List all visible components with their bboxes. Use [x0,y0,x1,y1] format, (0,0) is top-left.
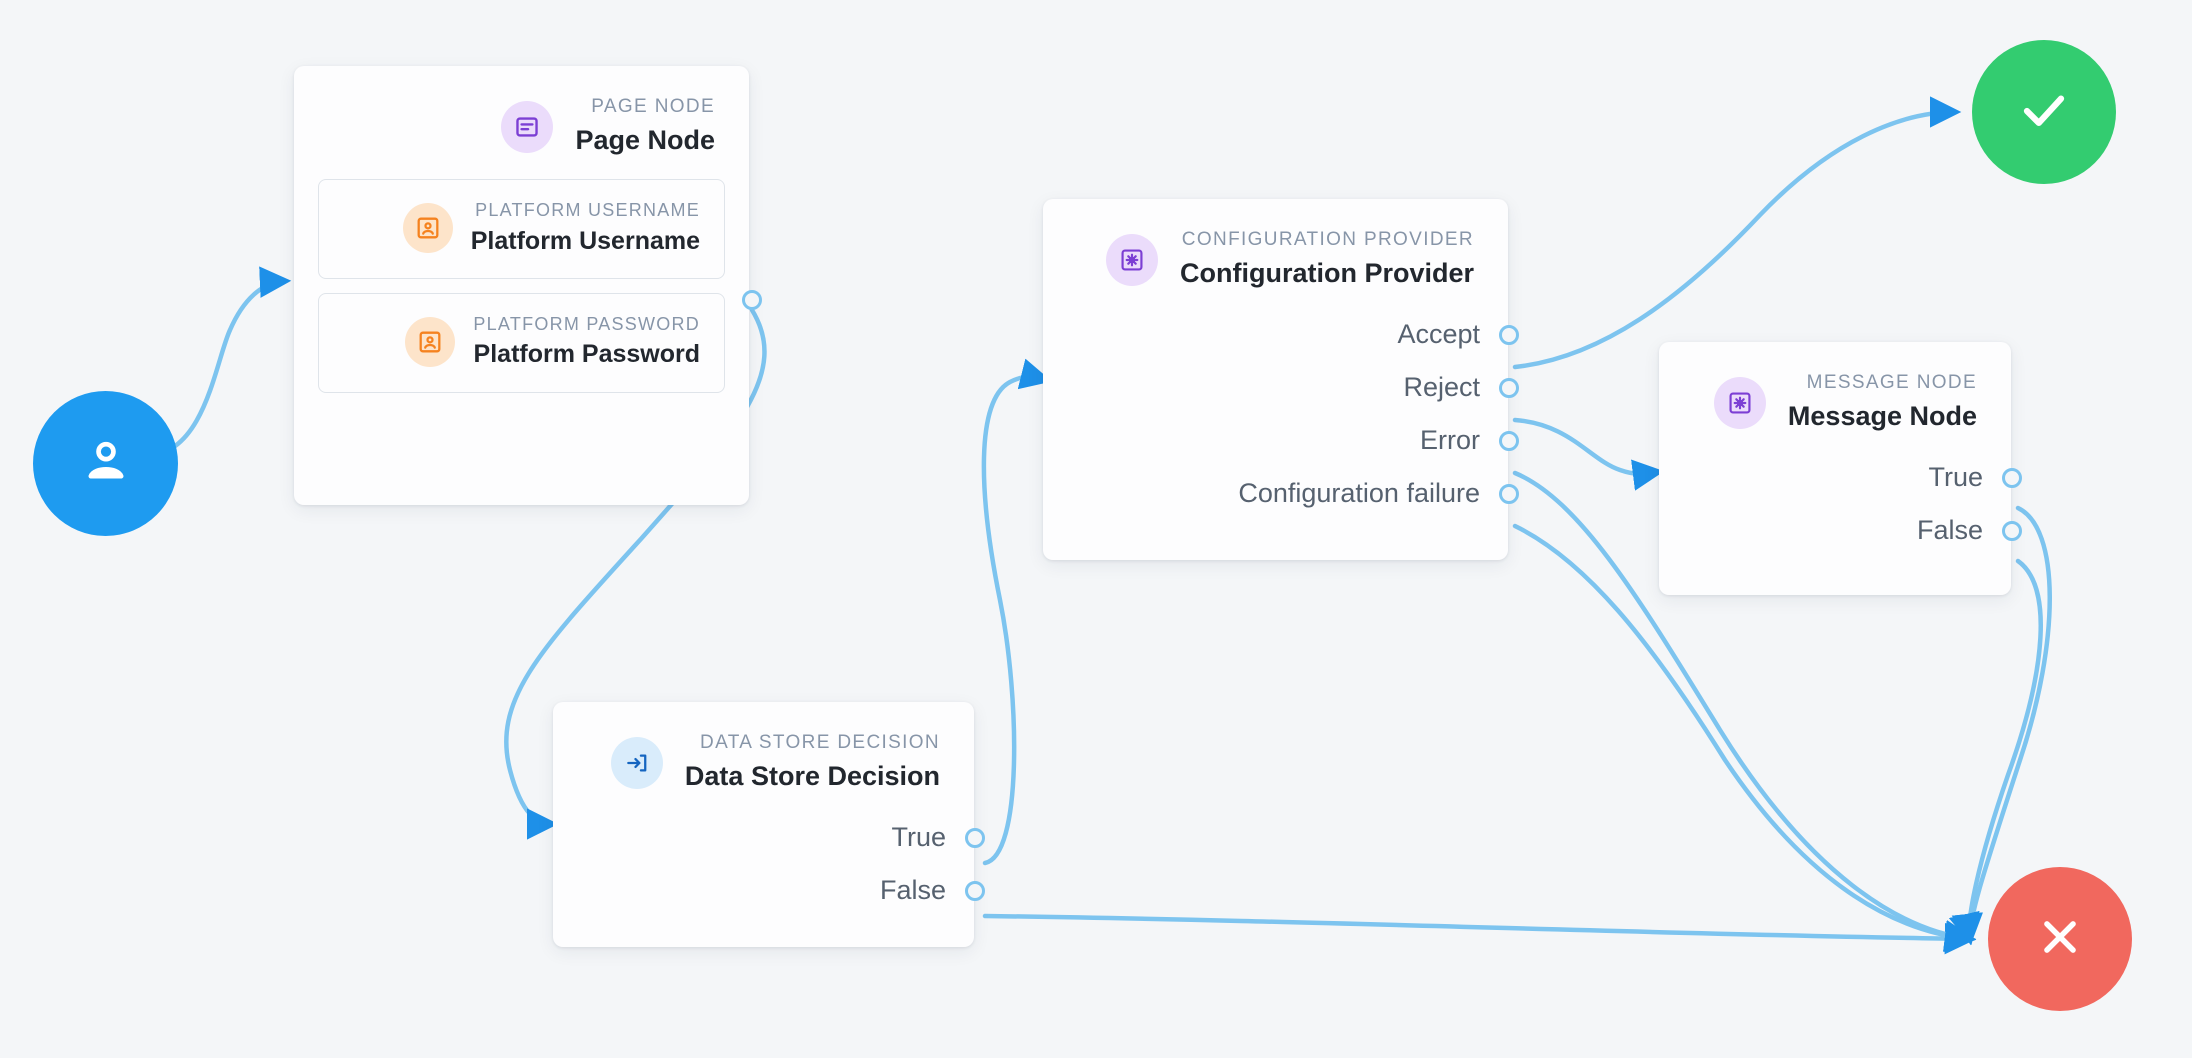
port-data-store-true-label: True [891,822,946,853]
data-store-decision-title: Data Store Decision [684,761,940,792]
login-arrow-icon [610,736,663,789]
message-node-kicker: MESSAGE NODE [1806,372,1977,393]
user-card-icon [405,316,456,367]
port-configuration-failure-label: Configuration failure [1238,478,1480,509]
port-message-false[interactable]: False [1659,504,2022,557]
platform-password-title: Platform Password [473,340,700,369]
message-node-title: Message Node [1787,401,1977,432]
message-node-ports: True False [1659,441,2022,583]
success-node[interactable] [1972,40,2116,184]
port-message-false-label: False [1916,515,1983,546]
port-accept-label: Accept [1397,319,1480,350]
port-message-true[interactable]: True [1659,451,2022,504]
edge-config-reject-to-message-node [1512,417,1665,491]
node-message-node[interactable]: MESSAGE NODE Message Node True False [1659,342,2022,595]
page-node-output-port[interactable] [742,290,762,310]
port-reject[interactable]: Reject [1043,361,1519,414]
page-icon [501,100,554,153]
failure-node[interactable] [1988,867,2132,1011]
port-data-store-true[interactable]: True [553,811,985,864]
port-message-true-label: True [1928,462,1983,493]
close-icon [2031,908,2089,971]
user-icon [78,433,134,494]
edge-data-store-false-to-failure [982,913,1977,955]
node-page-node[interactable]: PAGE NODE Page Node PLATFORM USERNAME Pl… [294,66,749,505]
page-node-header: PAGE NODE Page Node [294,66,749,165]
port-error[interactable]: Error [1043,414,1519,467]
gear-square-icon [1713,376,1766,429]
node-data-store-decision[interactable]: DATA STORE DECISION Data Store Decision … [553,702,985,947]
port-data-store-true-dot[interactable] [965,827,985,848]
port-error-label: Error [1420,425,1480,456]
edge-start-to-page-node [147,266,292,458]
start-node[interactable] [33,391,178,536]
field-platform-password[interactable]: PLATFORM PASSWORD Platform Password [318,293,725,393]
configuration-provider-header: CONFIGURATION PROVIDER Configuration Pro… [1043,199,1508,298]
configuration-provider-title: Configuration Provider [1179,258,1474,289]
port-accept[interactable]: Accept [1043,308,1519,361]
user-card-icon [402,203,453,254]
check-icon [2013,79,2075,146]
port-error-dot[interactable] [1499,430,1519,451]
port-data-store-false-dot[interactable] [965,880,985,901]
port-configuration-failure[interactable]: Configuration failure [1043,467,1519,520]
field-platform-username[interactable]: PLATFORM USERNAME Platform Username [318,179,725,279]
port-reject-label: Reject [1403,372,1480,403]
edge-data-store-true-to-config-provider [981,358,1053,866]
configuration-provider-kicker: CONFIGURATION PROVIDER [1181,229,1474,250]
platform-password-kicker: PLATFORM PASSWORD [473,314,700,334]
platform-username-kicker: PLATFORM USERNAME [475,200,700,221]
data-store-decision-kicker: DATA STORE DECISION [700,732,940,753]
message-node-header: MESSAGE NODE Message Node [1659,342,2011,441]
node-configuration-provider[interactable]: CONFIGURATION PROVIDER Configuration Pro… [1043,199,1519,560]
gear-square-icon [1105,233,1158,286]
port-message-true-dot[interactable] [2002,467,2022,488]
data-store-decision-ports: True False [553,801,985,943]
port-accept-dot[interactable] [1499,324,1519,345]
port-reject-dot[interactable] [1499,377,1519,398]
page-node-kicker: PAGE NODE [591,96,715,117]
port-configuration-failure-dot[interactable] [1499,483,1519,504]
edge-config-accept-to-success [1512,96,1962,370]
port-data-store-false[interactable]: False [553,864,985,917]
page-node-title: Page Node [575,125,715,156]
port-data-store-false-label: False [879,875,946,906]
data-store-decision-header: DATA STORE DECISION Data Store Decision [553,702,974,801]
port-message-false-dot[interactable] [2002,520,2022,541]
platform-username-title: Platform Username [470,226,700,255]
configuration-provider-ports: Accept Reject Error Configuration failur… [1043,298,1519,546]
